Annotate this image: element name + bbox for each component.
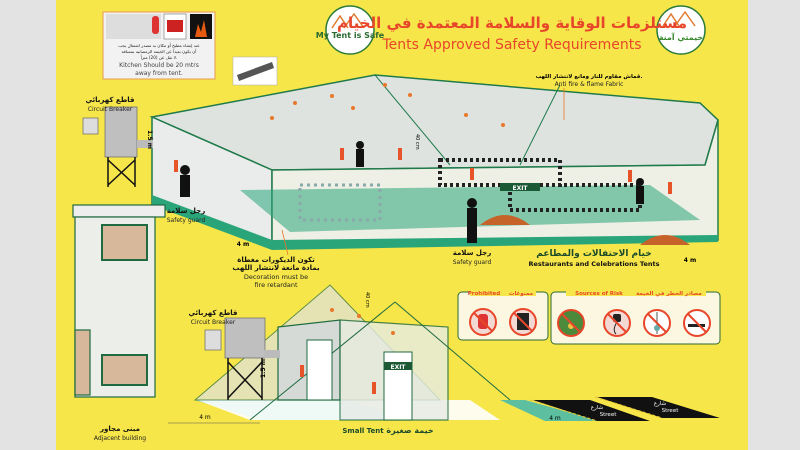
large-tent-guard-en-text: Safety guard xyxy=(453,259,492,266)
large-tent-height-label-text: 1.5 m xyxy=(146,130,153,149)
large-tent-decoration-ar1-text: تكون الديكورات مغطاة xyxy=(237,256,315,264)
small-tent-tent-ar-text: خيمة صغيرة xyxy=(386,426,433,435)
header-logo-left-text: My Tent is Safe xyxy=(316,31,385,40)
exit-sign xyxy=(384,362,412,370)
fabric-roll-icon xyxy=(232,56,278,86)
exit-sign xyxy=(500,183,540,191)
small-tent-street-en-text: Street xyxy=(600,412,618,418)
fire-extinguisher-icon xyxy=(300,365,304,377)
safety-guard-icon xyxy=(180,141,644,243)
lamp-icon xyxy=(330,308,334,312)
large-tent-guard-en-text: Safety guard xyxy=(167,217,206,224)
risk-panel xyxy=(550,288,721,345)
large-tent: EXIT xyxy=(82,74,719,250)
lamp-icon xyxy=(357,314,361,318)
large-tent-guard-ar-text: رجل سلامة xyxy=(167,207,206,215)
large-tent-guard-ar-text: رجل سلامة xyxy=(453,249,492,257)
large-tent-breaker-ar-text: قاطع كهربائي xyxy=(85,96,134,104)
small-tent: EXIT xyxy=(155,284,511,421)
kitchen-note: عند إنشاء مطبخ أو مكان به مصدر اشتعال يج… xyxy=(102,11,216,80)
small-tent-distance-label-text: 4 m xyxy=(199,414,211,421)
small-tent-building-en-text: Adjacent building xyxy=(94,435,146,442)
large-tent-side-distance-text: 4 m xyxy=(684,257,697,264)
kitchen-note-en-line2-text: away from tent. xyxy=(135,70,183,77)
title-arabic: مستلزمات الوقاية والسلامة المعتمدة في ال… xyxy=(337,14,687,32)
small-tent-height-label-text: 1.5 m xyxy=(260,359,267,378)
large-tent-fabric-en-text: Anti fire & flame Fabric xyxy=(555,81,624,88)
small-tent-street-distance-text: 4 m xyxy=(549,415,561,422)
lamp-icon xyxy=(270,83,505,127)
small-tent-building-ar-text: مبنى مجاور xyxy=(99,425,140,433)
kitchen-note-ar-line3-text: لا تقل عن (20) متراً. xyxy=(140,54,177,60)
small-tent-breaker-en-text: Circuit Breaker xyxy=(191,319,236,326)
lamp-fabric-icon xyxy=(557,309,585,337)
gas-cylinder-icon xyxy=(469,308,497,336)
prohibited-title-en-text: Prohibited xyxy=(468,291,501,297)
small-tent-exit-label-text: EXIT xyxy=(390,364,406,371)
large-tent-fabric-ar-text: قماش مقاوم للنار ومانع لانتشار اللهب. xyxy=(536,74,643,80)
gas-cylinder-icon xyxy=(152,16,159,34)
small-tent-street-ar-text: شارع xyxy=(591,405,604,411)
street xyxy=(500,396,720,422)
prohibited-panel xyxy=(457,288,549,341)
large-tent-exit-label-text: EXIT xyxy=(512,185,528,192)
air-conditioner xyxy=(224,317,266,359)
prohibited-title-ar-text: ممنوعات xyxy=(509,291,533,297)
risk-title-ar-text: مصادر الخطر في الخيمة xyxy=(636,291,702,297)
kitchen-note-en-line1-text: Kitchen Should be 20 mtrs xyxy=(119,62,199,69)
adjacent-building xyxy=(72,204,166,398)
large-tent-decoration-en1-text: Decoration must be xyxy=(244,273,308,281)
heater-icon xyxy=(509,308,537,336)
fire-extinguisher-icon xyxy=(372,382,376,394)
small-tent-lamp-label-text: 40 cm xyxy=(364,292,370,308)
large-tent-tent-ar-text: خيام الاحتفالات والمطاعم xyxy=(536,249,651,259)
large-tent-decoration-ar2-text: بمادة مانعة لانتشار اللهب xyxy=(232,264,320,272)
large-tent-decoration-en2-text: fire retardant xyxy=(254,281,298,289)
risk-title-en-text: Sources of Risk xyxy=(575,291,623,297)
smoking-icon xyxy=(683,309,711,337)
fire-icon xyxy=(190,14,212,39)
small-tent-street-en-text: Street xyxy=(662,408,680,414)
shisha-icon xyxy=(643,309,671,337)
large-tent-tent-en-text: Restaurants and Celebrations Tents xyxy=(529,260,660,268)
circuit-breaker-icon xyxy=(204,329,222,351)
large-tent-lamp-label-text: 40 cm xyxy=(414,134,420,150)
air-conditioner xyxy=(104,106,138,158)
small-tent-street-ar-text: شارع xyxy=(654,401,667,407)
large-tent-distance-label-text: 4 m xyxy=(237,241,250,248)
electric-plug-icon xyxy=(603,309,631,337)
kitchen-note-ar-line2-text: أن يكون بعيداً عن الخيمة الرمضانية بمساف… xyxy=(122,48,197,54)
kitchen-note-ar-line1-text: عند إنشاء مطبخ أو مكان به مصدر اشتعال يج… xyxy=(118,42,200,49)
title-english: Tents Approved Safety Requirements xyxy=(381,37,641,53)
logo-left: My Tent is Safe xyxy=(316,5,385,55)
lamp-icon xyxy=(391,331,395,335)
header-logo-right-text: خيمتي آمنة xyxy=(659,32,704,42)
fire-extinguisher-icon xyxy=(174,148,672,194)
circuit-breaker-icon xyxy=(82,117,99,135)
large-tent-breaker-en-text: Circuit Breaker xyxy=(88,106,133,113)
logo-right: خيمتي آمنة xyxy=(656,5,706,55)
small-tent-breaker-ar-text: قاطع كهربائي xyxy=(188,309,237,317)
small-tent-tent-en-text: Small Tent xyxy=(342,427,384,435)
stove-icon xyxy=(106,14,161,39)
